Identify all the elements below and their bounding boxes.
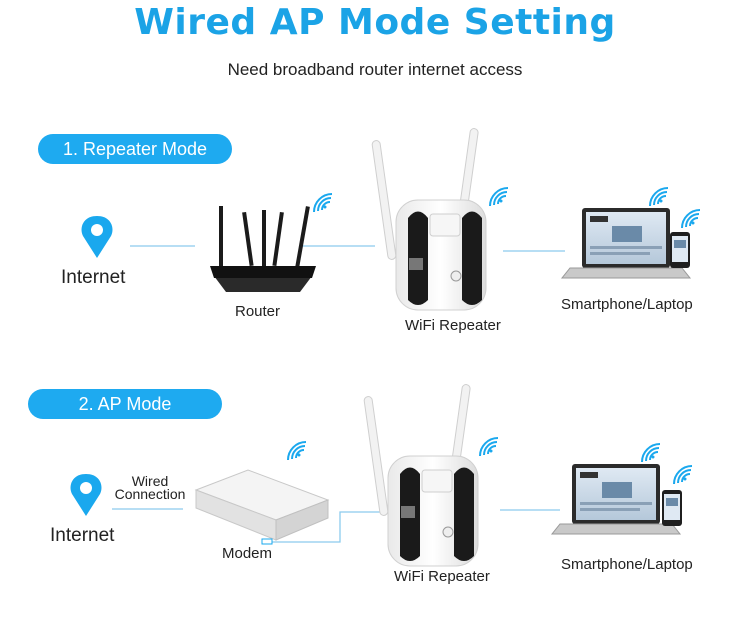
wifi-signal-icon (673, 465, 693, 485)
wifi-repeater-image (371, 128, 487, 311)
repeater-label: WiFi Repeater (394, 568, 490, 585)
router-image (210, 206, 316, 292)
modem-label: Modem (222, 545, 273, 562)
wifi-signal-icon (313, 193, 333, 213)
wifi-signal-icon (649, 187, 669, 207)
wifi-signal-icon (489, 187, 509, 207)
laptop-image (550, 464, 682, 535)
internet-label: Internet (50, 525, 115, 546)
repeater-mode-pill: 1. Repeater Mode (38, 134, 232, 164)
page-title: Wired AP Mode Setting (134, 2, 616, 43)
wired-label-line2: Connection (114, 486, 186, 502)
wifi-repeater-image (363, 384, 479, 567)
page-subtitle: Need broadband router internet access (227, 60, 523, 79)
devices-label: Smartphone/Laptop (561, 296, 693, 313)
smartphone-image (670, 232, 690, 268)
wifi-signal-icon (287, 441, 307, 461)
wired-label-line1: Wired (131, 473, 169, 489)
ap-mode-pill: 2. AP Mode (28, 389, 222, 419)
internet-label: Internet (61, 267, 126, 288)
router-label: Router (235, 303, 281, 320)
repeater-label: WiFi Repeater (405, 317, 501, 334)
location-pin-icon (70, 474, 102, 516)
wifi-signal-icon (479, 437, 499, 457)
laptop-image (560, 208, 692, 279)
devices-label: Smartphone/Laptop (561, 556, 693, 573)
wifi-signal-icon (681, 209, 701, 229)
wired-connection-label: Wired Connection (110, 473, 190, 502)
mode1-link-lines (130, 245, 565, 252)
mode2-link-lines (112, 508, 560, 543)
smartphone-image (662, 490, 682, 526)
location-pin-icon (81, 216, 113, 258)
modem-image (194, 469, 330, 545)
wifi-signal-icon (641, 443, 661, 463)
